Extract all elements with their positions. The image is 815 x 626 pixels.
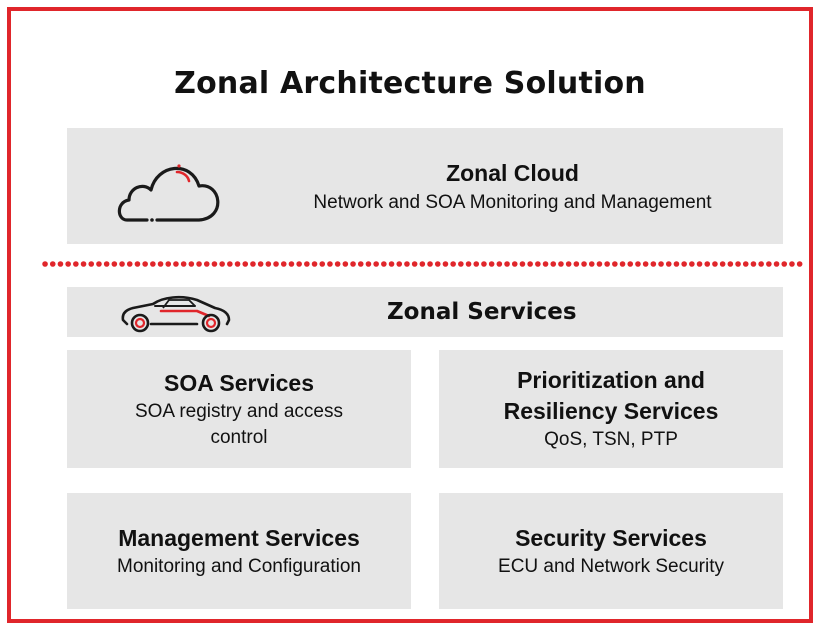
zonal-services-title: Zonal Services [387, 299, 577, 325]
cloud-icon [117, 164, 220, 222]
card-title: Security Services [515, 524, 707, 551]
card-subtitle-line: SOA registry and access [134, 400, 344, 422]
zonal-cloud-box: Zonal Cloud Network and SOA Monitoring a… [67, 128, 783, 244]
prioritization-resiliency-card: Prioritization and Resiliency Services Q… [439, 350, 783, 468]
dotted-divider [42, 261, 807, 267]
zonal-services-bar: Zonal Services [67, 287, 783, 337]
card-subtitle: ECU and Network Security [498, 555, 724, 577]
diagram-frame: Zonal Architecture Solution Zonal Cloud … [7, 7, 813, 623]
card-subtitle: Monitoring and Configuration [117, 555, 361, 577]
zonal-cloud-text: Zonal Cloud Network and SOA Monitoring a… [242, 158, 783, 216]
car-icon [121, 295, 231, 333]
security-services-card: Security Services ECU and Network Securi… [439, 493, 783, 609]
card-title-line: Resiliency Services [503, 398, 719, 424]
card-subtitle-line: control [210, 426, 268, 448]
card-subtitle: QoS, TSN, PTP [544, 429, 678, 450]
zonal-cloud-title: Zonal Cloud [446, 160, 579, 186]
soa-services-card: SOA Services SOA registry and access con… [67, 350, 411, 468]
card-title: SOA Services [163, 369, 315, 396]
zonal-cloud-subtitle: Network and SOA Monitoring and Managemen… [313, 192, 712, 213]
card-title-line: Prioritization and [517, 367, 705, 393]
card-title: Management Services [118, 524, 360, 551]
management-services-card: Management Services Monitoring and Confi… [67, 493, 411, 609]
diagram-title: Zonal Architecture Solution [174, 66, 646, 101]
